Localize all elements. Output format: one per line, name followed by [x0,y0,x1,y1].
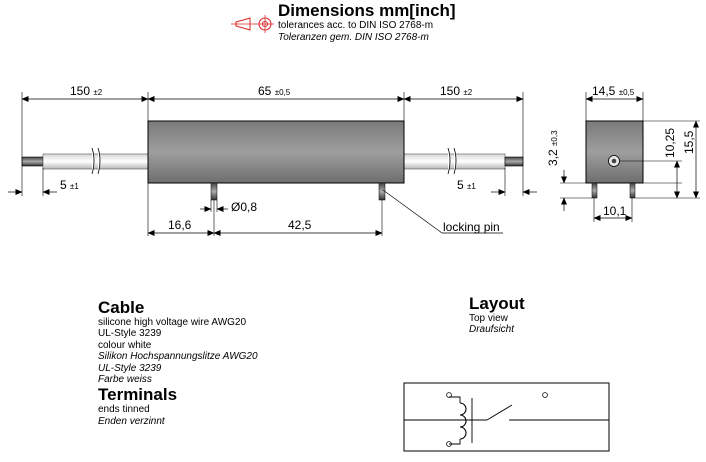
pin-spacing-dimension: 42,5 [288,218,312,232]
cable-line: silicone high voltage wire AWG20 [98,317,247,328]
relay-front-view [21,120,524,201]
layout-section: Layout Top view Draufsicht [469,294,525,336]
strip-left-dimension: 5 ±1 [60,178,79,192]
terminals-line-de: Enden verzinnt [98,415,165,427]
side-width-dimension: 14,5 ±0,5 [592,84,635,98]
cable-line: UL-Style 3239 [98,328,162,340]
layout-schematic [403,382,610,452]
pin-height-dimension: 3,2 ±0,3 [546,130,560,166]
pin-diameter-dimension: Ø0,8 [231,200,257,214]
pin-pitch-dimension: 10,1 [603,204,627,218]
cable-line-de: UL-Style 3239 [98,362,162,374]
axis-height-dimension: 10,25 [663,128,677,158]
strip-right-dimension: 5 ±1 [457,178,476,192]
relay-side-view [585,120,644,199]
terminals-heading: Terminals [98,385,178,405]
tolerance-note-de: Toleranzen gem. DIN ISO 2768-m [278,32,429,43]
layout-line: Top view [469,313,508,324]
lead-right-dimension: 150 ±2 [440,84,473,98]
layout-line-de: Draufsicht [469,324,515,336]
locking-pin-label: locking pin [443,220,500,234]
cable-heading: Cable [98,298,145,317]
page-title: Dimensions mm[inch] [278,1,456,20]
cable-line: colour white [98,339,152,351]
pin-offset-dimension: 16,6 [168,218,192,232]
cable-line-de: Silikon Hochspannungslitze AWG20 [98,351,258,363]
total-height-dimension: 15,5 [682,130,696,154]
header: Dimensions mm[inch] tolerances acc. to D… [278,1,538,44]
lead-left-dimension: 150 ±2 [70,84,103,98]
tolerance-note: tolerances acc. to DIN ISO 2768-m [278,20,434,31]
body-length-dimension: 65 ±0,5 [258,84,291,98]
cable-specification: Cable silicone high voltage wire AWG20 U… [98,298,258,427]
cable-line-de: Farbe weiss [98,374,152,386]
terminals-line: ends tinned [98,404,150,416]
layout-heading: Layout [469,294,525,313]
tolerance-symbol-icon [231,15,274,33]
